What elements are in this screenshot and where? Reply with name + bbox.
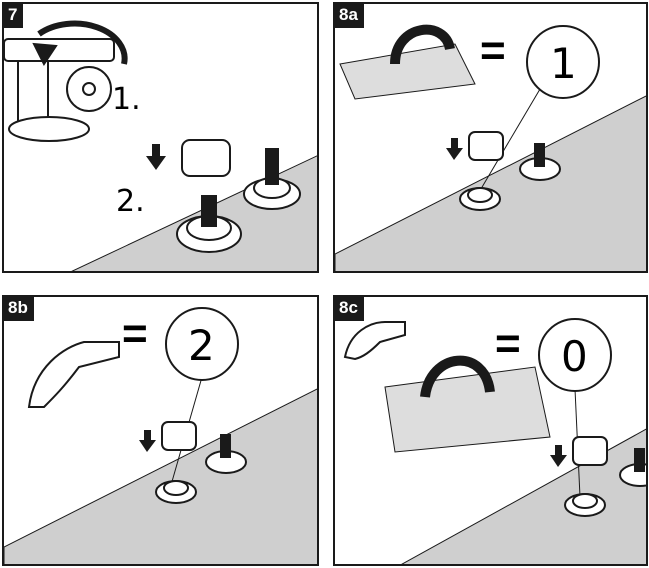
- step-8b-illustration: [4, 307, 317, 564]
- valve-fixtures: [155, 434, 247, 504]
- cap: [181, 139, 231, 177]
- position-circle: [538, 318, 612, 392]
- position-number: 0: [561, 332, 588, 381]
- cap: [161, 421, 197, 451]
- countertop: [4, 388, 317, 564]
- valve-fixtures: [176, 148, 301, 253]
- flow-arrow-icon: [146, 144, 166, 170]
- step-8a-panel: 8a = 1: [333, 2, 648, 273]
- valve-fixtures: [459, 143, 561, 211]
- step-8c-panel: 8c = 0: [333, 295, 648, 566]
- hand-shower-icon: [343, 321, 406, 361]
- spout-surface: [384, 366, 551, 453]
- position-circle: [526, 25, 600, 99]
- step-label: 8b: [4, 297, 34, 321]
- hand-shower-icon: [27, 341, 120, 408]
- cap: [572, 436, 608, 466]
- step-label: 7: [4, 4, 24, 28]
- valve-fixtures: [564, 448, 646, 517]
- flow-arrow-icon: [446, 138, 463, 160]
- position-number: 2: [188, 321, 215, 370]
- step-1-label: 1.: [112, 82, 141, 117]
- shutoff-valve: [4, 20, 128, 142]
- position-number: 1: [550, 39, 577, 88]
- spout-surface: [339, 43, 476, 100]
- pointer-line: [474, 83, 544, 200]
- countertop: [335, 95, 646, 271]
- equals-sign: =: [122, 309, 148, 358]
- spout: [420, 355, 495, 398]
- step-8a-illustration: [335, 24, 646, 271]
- countertop: [71, 155, 317, 271]
- flow-arrow-icon: [139, 430, 156, 452]
- step-7-illustration: [4, 20, 317, 271]
- step-label: 8c: [335, 297, 364, 321]
- equals-sign: =: [480, 26, 506, 75]
- cap: [468, 131, 504, 161]
- step-label: 8a: [335, 4, 364, 28]
- step-7-panel: 7 1. 2.: [2, 2, 319, 273]
- spout: [390, 24, 455, 65]
- step-2-label: 2.: [116, 184, 145, 219]
- step-8b-panel: 8b = 2: [2, 295, 319, 566]
- step-8c-illustration: [343, 318, 646, 564]
- flow-arrow-icon: [550, 445, 567, 467]
- equals-sign: =: [495, 319, 521, 368]
- position-circle: [165, 307, 239, 381]
